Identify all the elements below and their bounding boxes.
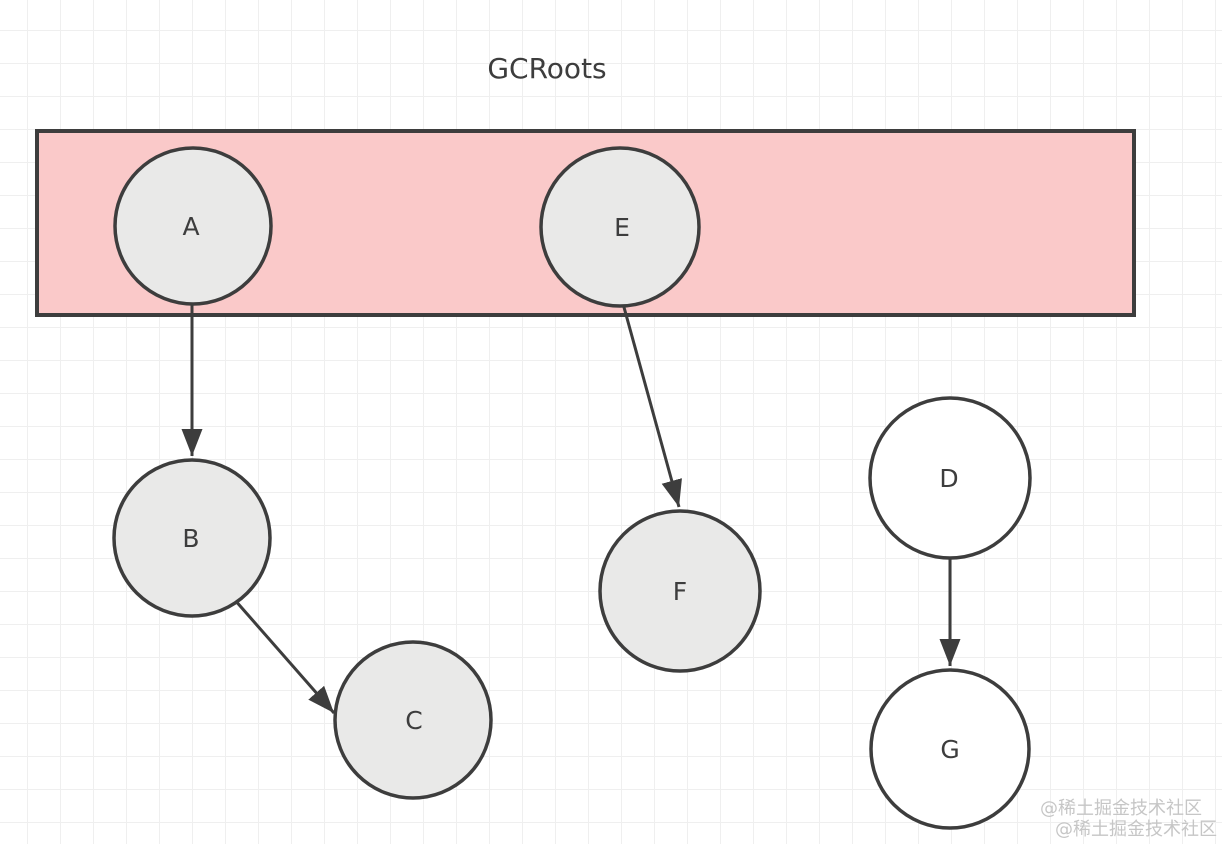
node-f-circle <box>598 509 762 673</box>
edge-b-to-c <box>232 598 336 714</box>
watermark-line-2: @稀土掘金技术社区 <box>1055 819 1217 840</box>
node-a-circle <box>113 146 273 306</box>
node-g: G <box>869 668 1031 830</box>
watermark-line-1: @稀土掘金技术社区 <box>1040 798 1202 819</box>
node-d-label: D <box>939 464 958 493</box>
diagram-title: GCRoots <box>487 52 606 85</box>
node-g-label: G <box>940 735 959 764</box>
node-a: A <box>113 146 273 306</box>
node-e-label: E <box>614 213 630 242</box>
node-b-circle <box>112 458 272 618</box>
node-d: D <box>868 396 1032 560</box>
node-b: B <box>112 458 272 618</box>
node-e-circle <box>539 146 701 308</box>
node-c: C <box>333 640 493 800</box>
node-c-circle <box>333 640 493 800</box>
node-e: E <box>539 146 701 308</box>
node-b-label: B <box>182 524 199 553</box>
node-a-label: A <box>182 212 199 241</box>
edge-e-to-f <box>620 299 682 508</box>
node-f: F <box>598 509 762 673</box>
watermark: @稀土掘金技术社区 @稀土掘金技术社区 <box>1040 798 1217 840</box>
node-g-circle <box>869 668 1031 830</box>
node-c-label: C <box>405 706 422 735</box>
node-f-label: F <box>673 577 687 606</box>
node-d-circle <box>868 396 1032 560</box>
